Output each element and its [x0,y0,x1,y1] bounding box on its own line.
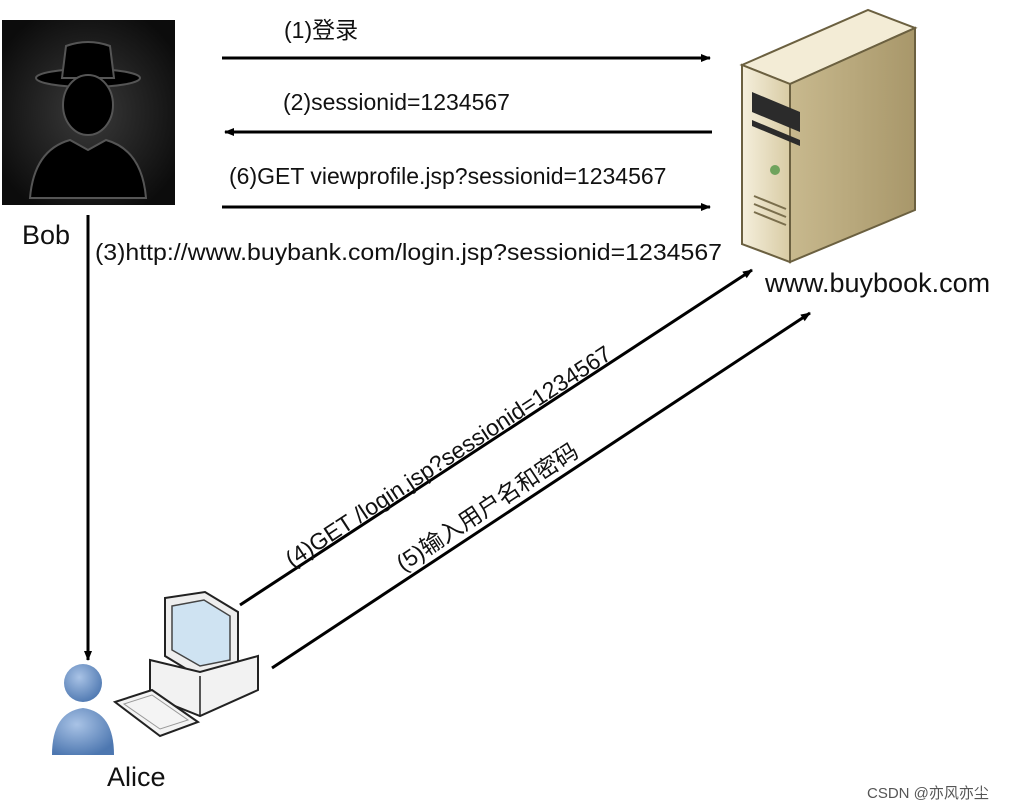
step-1-label: (1)登录 [284,17,358,43]
server-label: www.buybook.com [764,268,990,298]
step-6-label: (6)GET viewprofile.jsp?sessionid=1234567 [229,163,666,189]
step-3-label: (3)http://www.buybank.com/login.jsp?sess… [95,239,722,265]
watermark: CSDN @亦风亦尘 [867,785,989,802]
server-icon [739,8,918,264]
computer-icon [112,590,259,738]
user-icon [52,664,114,755]
attacker-label: Bob [22,220,70,250]
arrow-step-5 [271,311,811,670]
attacker-icon [2,20,175,205]
step-2-label: (2)sessionid=1234567 [283,89,510,115]
arrow-step-4 [239,268,753,607]
victim-label: Alice [107,762,166,792]
